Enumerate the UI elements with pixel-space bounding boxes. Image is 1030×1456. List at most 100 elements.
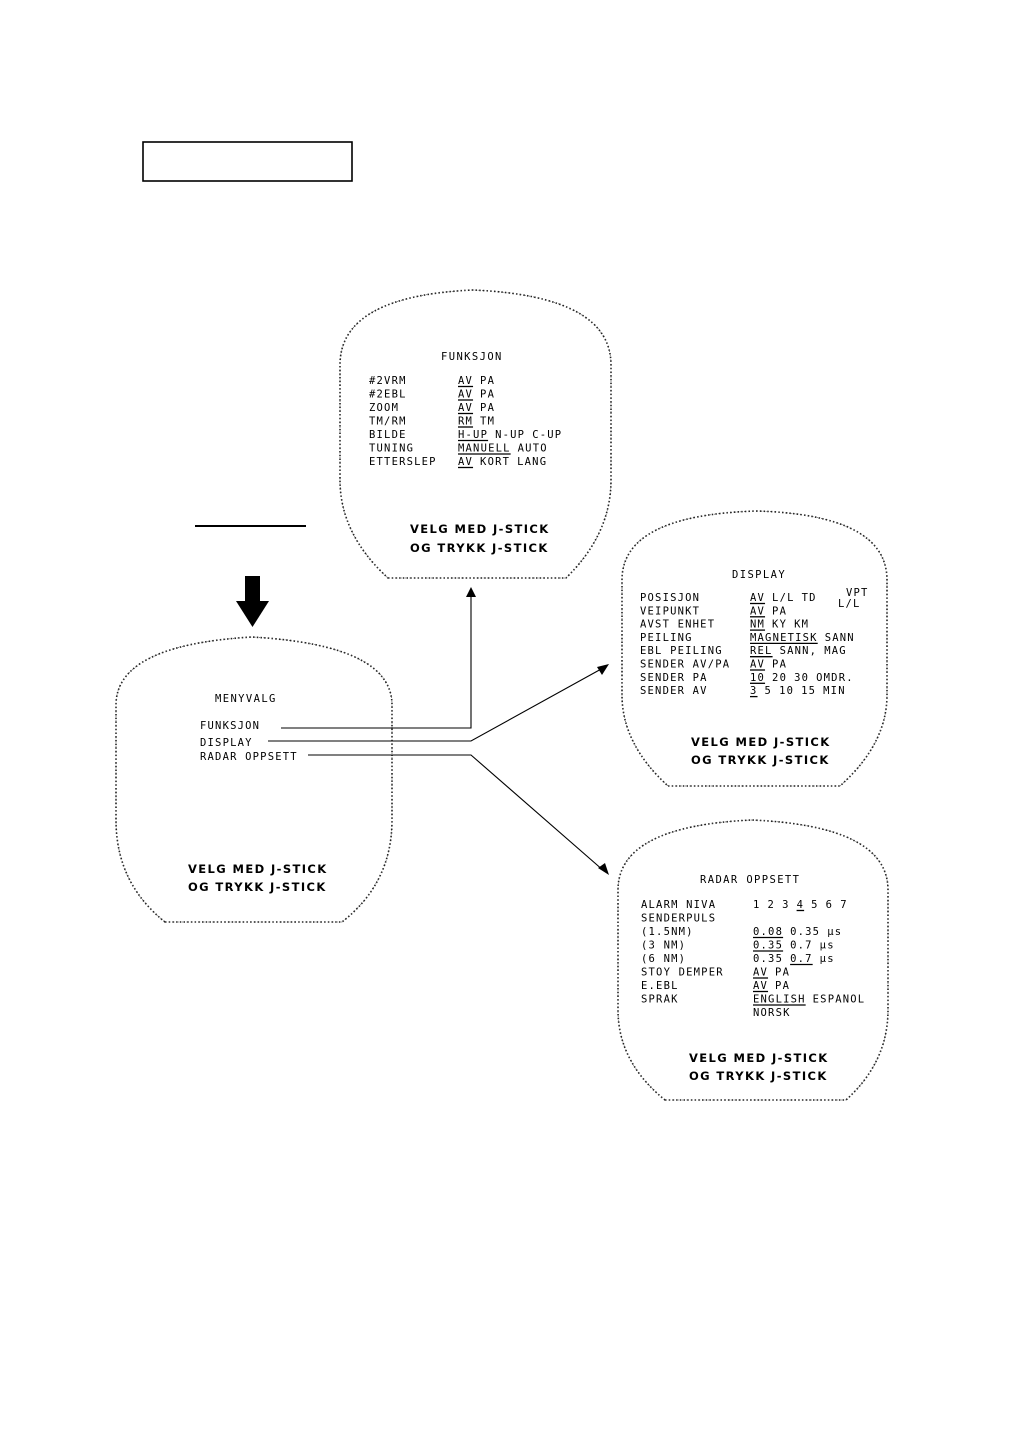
funksjon-option[interactable]: AV	[458, 456, 473, 468]
radar-footer-line1: VELG MED J-STICK	[689, 1051, 829, 1065]
funksjon-option[interactable]: AUTO	[518, 443, 548, 455]
funksjon-option[interactable]: H-UP	[458, 429, 488, 441]
display-option[interactable]: KM	[794, 619, 809, 631]
radar-row-label: (3 NM)	[641, 940, 686, 952]
radar-option[interactable]: 6	[826, 899, 834, 911]
radar-row-label: SPRAK	[641, 994, 679, 1006]
display-option[interactable]: 15	[801, 685, 816, 697]
funksjon-option[interactable]: AV	[458, 402, 473, 414]
display-option[interactable]: 10	[779, 685, 794, 697]
connector-radar	[308, 754, 609, 875]
display-option[interactable]: AV	[750, 592, 765, 604]
menu-footer-line2: OG TRYKK J-STICK	[188, 880, 327, 894]
funksjon-option[interactable]: MANUELL	[458, 443, 511, 455]
funksjon-option[interactable]: N-UP	[495, 429, 525, 441]
funksjon-row-label: TUNING	[369, 443, 414, 455]
radar-option[interactable]: PA	[775, 980, 790, 992]
display-option[interactable]: REL	[750, 645, 773, 657]
funksjon-option[interactable]: AV	[458, 375, 473, 387]
display-option[interactable]: 5	[765, 685, 773, 697]
radar-option[interactable]: 0.35	[753, 940, 783, 952]
radar-option[interactable]: 0.35	[753, 953, 783, 965]
radar-option[interactable]: 4	[797, 899, 805, 911]
radar-option[interactable]: ESPANOL	[813, 994, 866, 1006]
menu-item-display[interactable]: DISPLAY	[200, 737, 253, 749]
funksjon-option[interactable]: TM	[480, 416, 495, 428]
display-row-label: PEILING	[640, 632, 693, 644]
radar-option[interactable]: ENGLISH	[753, 994, 806, 1006]
radar-option[interactable]: AV	[753, 967, 768, 979]
display-option[interactable]: SANN	[825, 632, 855, 644]
radar-option[interactable]: µs	[820, 953, 835, 965]
radar-option[interactable]: PA	[775, 967, 790, 979]
display-option[interactable]: 30	[794, 672, 809, 684]
radar-option[interactable]: 0.08	[753, 926, 783, 938]
connector-funksjon	[281, 587, 476, 729]
menu-title: MENYVALG	[215, 693, 277, 705]
funksjon-footer-line2: OG TRYKK J-STICK	[410, 541, 549, 555]
display-option[interactable]: MIN	[823, 685, 846, 697]
display-option[interactable]: 10	[750, 672, 765, 684]
radar-option[interactable]: 3	[782, 899, 790, 911]
radar-option[interactable]: 5	[811, 899, 819, 911]
funksjon-option[interactable]: C-UP	[532, 429, 562, 441]
funksjon-option[interactable]: PA	[480, 389, 495, 401]
funksjon-option[interactable]: PA	[480, 402, 495, 414]
display-option[interactable]: MAGNETISK	[750, 632, 818, 644]
radar-option[interactable]: 0.7	[790, 940, 813, 952]
display-row-label: SENDER AV	[640, 685, 708, 697]
display-option[interactable]: PA	[772, 659, 787, 671]
display-title: DISPLAY	[732, 569, 786, 581]
display-option[interactable]: TD	[802, 592, 817, 604]
radar-option[interactable]: µs	[827, 926, 842, 938]
menu-item-funksjon[interactable]: FUNKSJON	[200, 720, 260, 732]
funksjon-option[interactable]: KORT	[480, 456, 510, 468]
radar-option[interactable]: 0.35	[790, 926, 820, 938]
radar-option[interactable]: AV	[753, 980, 768, 992]
radar-title: RADAR OPPSETT	[700, 874, 800, 886]
radar-option[interactable]: 0.7	[790, 953, 813, 965]
funksjon-row-label: BILDE	[369, 429, 407, 441]
radar-option[interactable]: 1	[753, 899, 761, 911]
radar-row-label: E.EBL	[641, 980, 679, 992]
down-arrow-icon	[236, 576, 269, 627]
radar-option[interactable]: µs	[820, 940, 835, 952]
display-option[interactable]: KY	[772, 619, 787, 631]
radar-footer-line2: OG TRYKK J-STICK	[689, 1069, 828, 1083]
menu-screen	[115, 636, 393, 923]
display-option[interactable]: 3	[750, 685, 758, 697]
funksjon-option[interactable]: RM	[458, 416, 473, 428]
display-option[interactable]: 20	[772, 672, 787, 684]
display-row-label: POSISJON	[640, 592, 700, 604]
funksjon-row-label: #2EBL	[369, 389, 407, 401]
radar-row-label: (6 NM)	[641, 953, 686, 965]
radar-option[interactable]: NORSK	[753, 1007, 791, 1019]
radar-option[interactable]: 7	[840, 899, 848, 911]
display-corner-note-1: VPT	[846, 587, 869, 599]
display-option[interactable]: L/L	[772, 592, 795, 604]
funksjon-row-label: #2VRM	[369, 375, 407, 387]
display-row-label: AVST ENHET	[640, 619, 715, 631]
funksjon-row-label: TM/RM	[369, 416, 407, 428]
radar-row-label: ALARM NIVA	[641, 899, 716, 911]
funksjon-option[interactable]: LANG	[517, 456, 547, 468]
funksjon-option[interactable]: PA	[480, 375, 495, 387]
menu-footer-line1: VELG MED J-STICK	[188, 862, 328, 876]
funksjon-row-label: ETTERSLEP	[369, 456, 437, 468]
display-option[interactable]: AV	[750, 605, 765, 617]
radar-option[interactable]: 2	[768, 899, 776, 911]
display-option[interactable]: SANN,	[780, 645, 818, 657]
display-option[interactable]: OMDR.	[816, 672, 854, 684]
funksjon-option[interactable]: AV	[458, 389, 473, 401]
menu-item-radar-oppsett[interactable]: RADAR OPPSETT	[200, 751, 298, 763]
display-option[interactable]: PA	[772, 605, 787, 617]
display-option[interactable]: MAG	[824, 645, 847, 657]
display-footer-line1: VELG MED J-STICK	[691, 735, 831, 749]
display-option[interactable]: NM	[750, 619, 765, 631]
display-corner-note-2: L/L	[838, 598, 861, 610]
display-option[interactable]: AV	[750, 659, 765, 671]
radar-row-label: SENDERPULS	[641, 913, 716, 925]
radar-row-label: (1.5NM)	[641, 926, 694, 938]
